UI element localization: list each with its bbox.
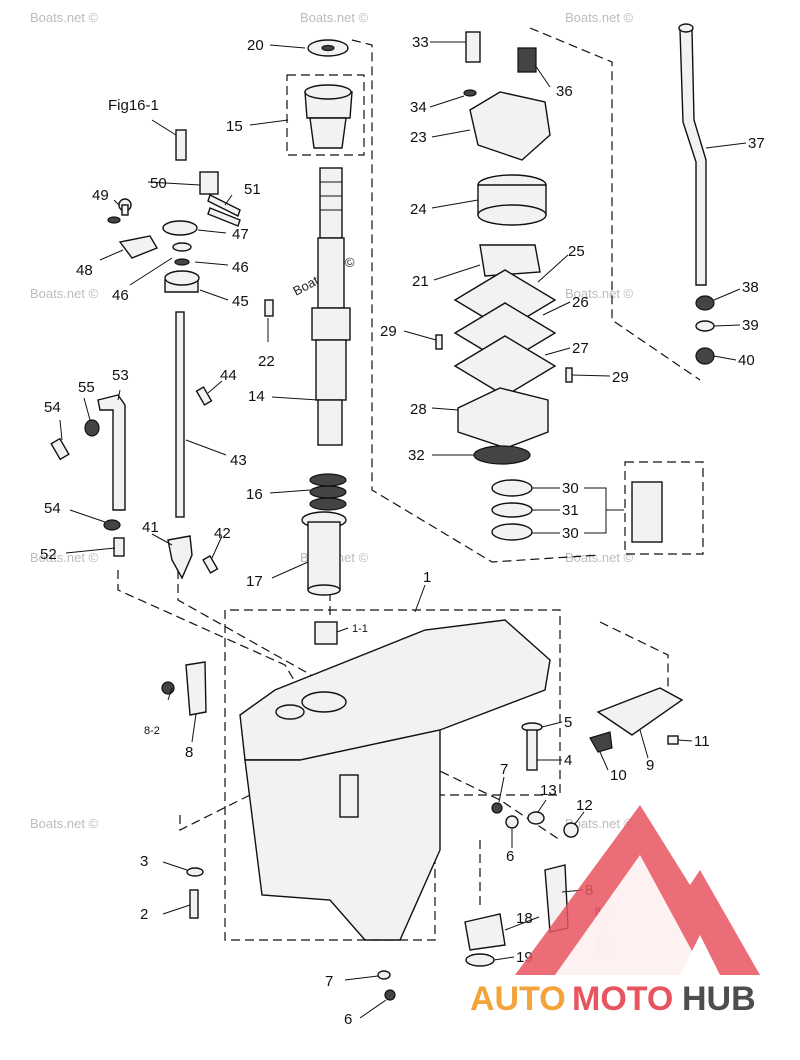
callout-18: 18 (516, 910, 533, 927)
reference-label: Fig16-1 (108, 97, 159, 114)
callout-41: 41 (142, 519, 159, 536)
callout-46-left: 46 (112, 287, 129, 304)
callout-15: 15 (226, 118, 243, 135)
callout-51: 51 (244, 181, 261, 198)
callout-27: 27 (572, 340, 589, 357)
callout-14: 14 (248, 388, 265, 405)
callout-1: 1 (423, 569, 431, 586)
watermark: Boats.net © (30, 816, 99, 831)
callout-37: 37 (748, 135, 765, 152)
callout-7-upper: 7 (500, 761, 508, 778)
callout-17: 17 (246, 573, 263, 590)
logo-text-moto: MOTO (572, 980, 673, 1018)
callout-6-lower: 6 (344, 1011, 352, 1028)
callout-5: 5 (564, 714, 572, 731)
callout-36: 36 (556, 83, 573, 100)
drive-shaft-14 (311, 167, 351, 446)
callout-53: 53 (112, 367, 129, 384)
callout-34: 34 (410, 99, 427, 116)
callout-2: 2 (140, 906, 148, 923)
logo-text-auto: AUTO (470, 980, 566, 1018)
logo-text-hub: HUB (682, 980, 756, 1018)
watermark: Boats.net © (565, 816, 634, 831)
watermark: Boats.net © (565, 550, 634, 565)
callout-11: 11 (694, 733, 710, 750)
callout-20: 20 (247, 37, 264, 54)
shift-rod-43 (175, 311, 185, 518)
callout-32: 32 (408, 447, 425, 464)
watermark: Boats.net © (30, 10, 99, 25)
callout-31: 31 (562, 502, 579, 519)
center-parts (301, 39, 353, 645)
water-tube-37 (678, 23, 707, 286)
callout-9: 9 (646, 757, 654, 774)
callout-23: 23 (410, 129, 427, 146)
watermark: Boats.net © (30, 550, 99, 565)
lower-casing-1 (161, 619, 684, 1001)
callout-10: 10 (610, 767, 627, 784)
watermark: Boats.net © (300, 10, 369, 25)
pipe-53 (97, 394, 126, 511)
callout-22: 22 (258, 353, 275, 370)
callout-28: 28 (410, 401, 427, 418)
callout-6-upper: 6 (506, 848, 514, 865)
callout-13: 13 (540, 782, 557, 799)
callout-8-2: 8-2 (144, 725, 160, 737)
callout-labels: Fig16-1 20 15 50 49 51 47 46 48 46 45 22… (40, 34, 765, 1028)
callout-39: 39 (742, 317, 759, 334)
callout-44: 44 (220, 367, 237, 384)
callout-26: 26 (572, 294, 589, 311)
callout-4: 4 (564, 752, 572, 769)
callout-29-right: 29 (612, 369, 629, 386)
watermark: Boats.net © (565, 10, 634, 25)
callout-46-right: 46 (232, 259, 249, 276)
water-pump-stack (435, 31, 715, 543)
callout-47: 47 (232, 226, 249, 243)
callout-43: 43 (230, 452, 247, 469)
callout-54-lower: 54 (44, 500, 61, 517)
callout-8-upper: 8 (185, 744, 193, 761)
callout-54-upper: 54 (44, 399, 61, 416)
callout-42: 42 (214, 525, 231, 542)
callout-16: 16 (246, 486, 263, 503)
callout-48: 48 (76, 262, 93, 279)
callout-12: 12 (576, 797, 593, 814)
callout-55: 55 (78, 379, 95, 396)
callout-40: 40 (738, 352, 755, 369)
callout-33: 33 (412, 34, 429, 51)
callout-24: 24 (410, 201, 427, 218)
watermark: Boats.net © (565, 286, 634, 301)
callout-1-1: 1-1 (352, 623, 368, 635)
callout-50: 50 (150, 175, 167, 192)
callout-38: 38 (742, 279, 759, 296)
callout-25: 25 (568, 243, 585, 260)
callout-52: 52 (40, 546, 57, 563)
callout-7-lower: 7 (325, 973, 333, 990)
callout-49: 49 (92, 187, 109, 204)
callout-30-lower: 30 (562, 525, 579, 542)
callout-30-upper: 30 (562, 480, 579, 497)
callout-29-left: 29 (380, 323, 397, 340)
upper-left-parts (50, 129, 274, 580)
automotohub-logo: AUTO MOTO HUB (470, 805, 760, 1018)
callout-45: 45 (232, 293, 249, 310)
leader-lines (59, 41, 747, 1019)
assembly-dashed-lines (117, 27, 704, 941)
watermark: Boats.net © (30, 286, 99, 301)
callout-3: 3 (140, 853, 148, 870)
callout-21: 21 (412, 273, 429, 290)
